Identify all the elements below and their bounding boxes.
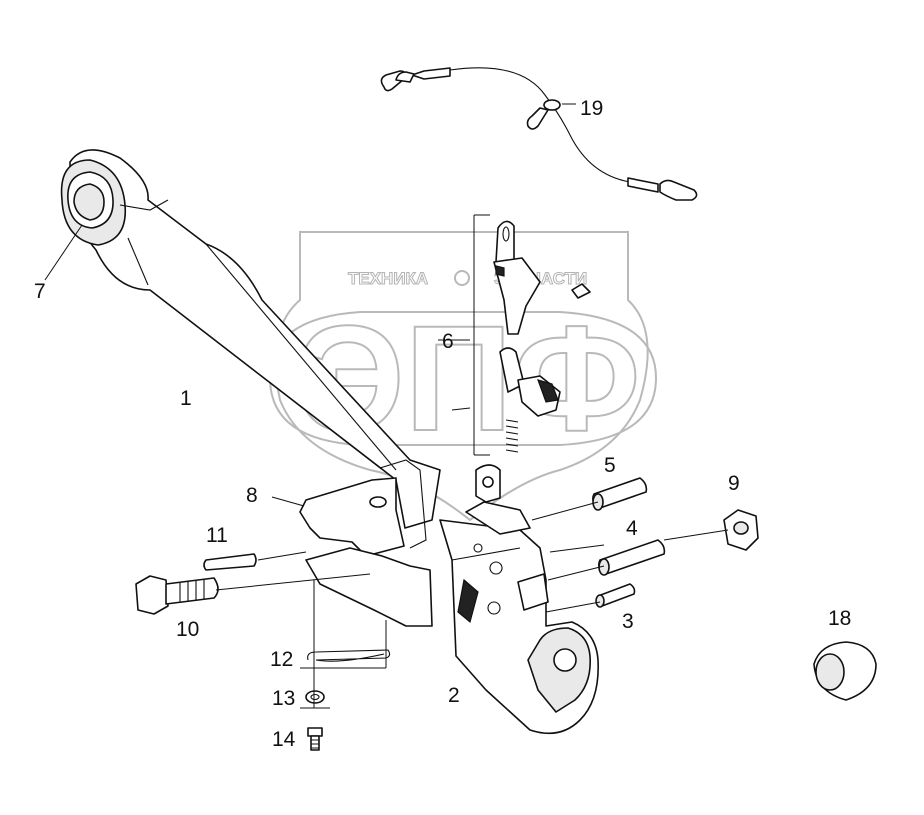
callout-labels: 1 2 3 4 5 6 7 8 9 10 11 12 13 14 18 19 [34, 97, 851, 751]
part-3-pin [595, 583, 636, 608]
part-19-safety-cable [380, 67, 698, 201]
label-3: 3 [622, 610, 634, 633]
label-7: 7 [34, 280, 46, 303]
part-5-pin [592, 477, 648, 511]
part-12-clip [307, 649, 391, 662]
label-9: 9 [728, 472, 740, 495]
part-13-washer [305, 690, 325, 704]
part-8-bracket [299, 459, 433, 627]
label-19: 19 [580, 97, 603, 120]
label-10: 10 [176, 618, 199, 641]
part-1-lower-link [60, 149, 441, 529]
watermark-shield [274, 231, 649, 522]
part-6-latch-group [451, 214, 591, 456]
part-9-nut [723, 509, 759, 551]
part-14-screw [307, 727, 323, 751]
part-11-pin [203, 553, 257, 571]
label-12: 12 [270, 648, 293, 671]
watermark-oval [268, 311, 658, 446]
label-13: 13 [272, 687, 295, 710]
part-18-bushing [813, 641, 877, 701]
label-4: 4 [626, 517, 638, 540]
gear-icon [454, 270, 470, 286]
label-2: 2 [448, 684, 460, 707]
label-11: 11 [206, 524, 228, 547]
part-4-pin [598, 539, 666, 576]
label-1: 1 [180, 387, 192, 410]
leader-lines [44, 103, 729, 709]
part-10-bolt [135, 575, 219, 615]
watermark-text-left: ТЕХНИКА [348, 269, 428, 288]
part-2-hook [439, 464, 599, 735]
label-5: 5 [604, 454, 616, 477]
label-6: 6 [442, 330, 454, 353]
label-14: 14 [272, 728, 296, 751]
label-8: 8 [246, 484, 258, 507]
label-18: 18 [828, 607, 851, 630]
